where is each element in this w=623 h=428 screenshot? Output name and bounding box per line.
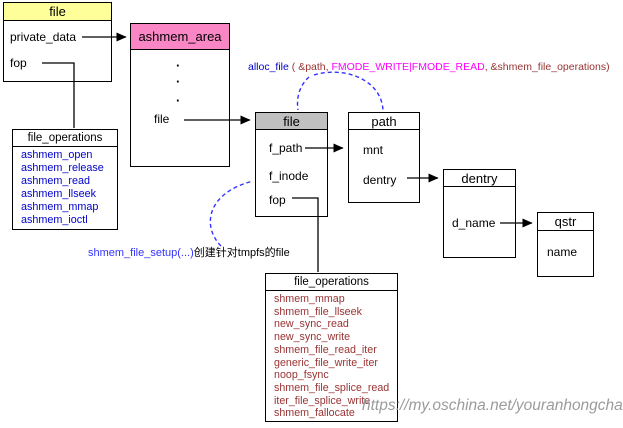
alloc-file-flags: FMODE_WRITE|FMODE_READ [331, 61, 485, 73]
alloc-file-args-post: , &shmem_file_operations) [484, 61, 610, 73]
shmem-setup-fn: shmem_file_setup(...) [88, 247, 194, 259]
list-item: ashmem_read [21, 175, 91, 188]
alloc-file-fn: alloc_file [248, 61, 289, 73]
list-item: noop_fsync [274, 369, 329, 382]
field-d-name: d_name [452, 216, 496, 230]
struct-box-file-mid: file f_path f_inode fop [255, 112, 328, 217]
box-title: file_operations [13, 130, 117, 147]
box-title: file [4, 3, 111, 21]
field-name: name [547, 245, 578, 259]
struct-box-ashmem-area: ashmem_area · · · file [130, 23, 230, 167]
field-f-path: f_path [269, 141, 303, 155]
dashed-curve-allocfile-to-file [296, 76, 310, 111]
alloc-file-annotation: alloc_file ( &path, FMODE_WRITE|FMODE_RE… [248, 61, 610, 73]
list-item: ashmem_llseek [21, 188, 97, 201]
ellipsis-dot: · [176, 93, 181, 108]
field-fop: fop [269, 193, 286, 207]
list-item: shmem_file_read_iter [274, 343, 377, 356]
box-title: file_operations [266, 274, 397, 291]
list-item: new_sync_write [274, 331, 351, 344]
alloc-file-args-pre: ( &path, [288, 61, 332, 73]
struct-box-file-top: file private_data fop [3, 2, 112, 82]
box-title: path [349, 113, 419, 130]
field-private-data: private_data [10, 30, 77, 44]
ellipsis-dot: · [176, 58, 181, 73]
list-item: ashmem_mmap [21, 201, 99, 214]
struct-box-qstr: qstr name [537, 212, 594, 277]
field-f-inode: f_inode [269, 169, 309, 183]
list-item: iter_file_splice_write [274, 394, 371, 407]
ellipsis-dot: · [176, 74, 181, 89]
watermark-url: https://my.oschina.net/youranhongcha [362, 397, 623, 414]
list-item: generic_file_write_iter [274, 356, 378, 369]
struct-box-path: path mnt dentry [348, 112, 420, 203]
list-item: shmem_file_splice_read [274, 381, 390, 394]
box-title: file [256, 113, 327, 130]
dashed-curve-allocfile-to-path [313, 71, 384, 111]
list-item: ashmem_release [21, 162, 104, 175]
list-item: shmem_fallocate [274, 407, 355, 420]
field-mnt: mnt [363, 143, 384, 157]
list-item: shmem_mmap [274, 293, 345, 305]
field-dentry: dentry [363, 173, 397, 187]
field-file: file [154, 112, 170, 126]
struct-box-dentry: dentry d_name [443, 169, 516, 258]
box-title: dentry [444, 170, 515, 187]
list-item: ashmem_ioctl [21, 214, 88, 227]
list-item: shmem_file_llseek [274, 305, 362, 318]
list-item: new_sync_read [274, 318, 349, 331]
box-title: ashmem_area [131, 24, 229, 50]
shmem-file-setup-annotation: shmem_file_setup(...)创建针对tmpfs的file [88, 244, 290, 260]
list-item: ashmem_open [21, 149, 93, 161]
box-title: qstr [538, 213, 593, 231]
field-fop: fop [10, 56, 27, 70]
shmem-setup-desc: 创建针对tmpfs的file [193, 247, 290, 259]
dashed-curve-note-to-file [209, 180, 254, 247]
